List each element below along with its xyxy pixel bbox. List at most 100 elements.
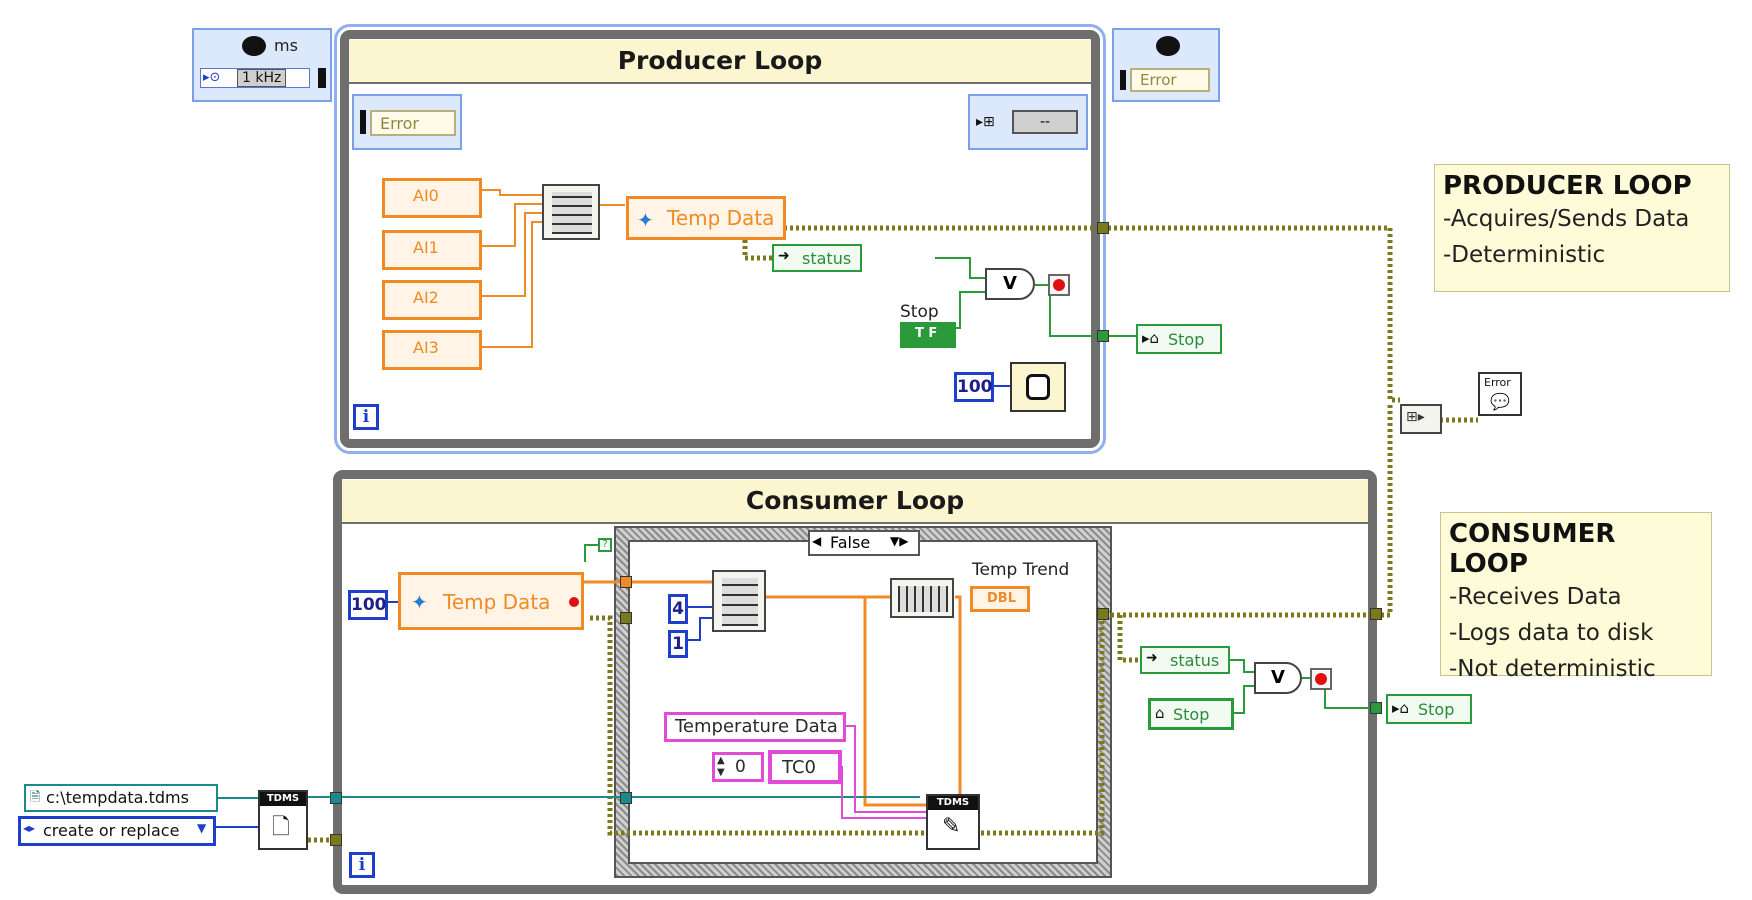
clock-icon — [242, 36, 266, 56]
open-file-icon: 🗋 — [272, 815, 290, 840]
producer-status-unbundle[interactable]: ➜ status — [772, 244, 862, 272]
consumer-status-unbundle[interactable]: ➜ status — [1140, 646, 1230, 674]
error-dialog-node[interactable]: Error 💬 — [1478, 372, 1522, 416]
channel-index-value: 0 — [735, 757, 746, 777]
timed-out-terminal: ? — [598, 538, 612, 552]
timing-unit: ms — [274, 36, 298, 55]
consumer-note-title: CONSUMER LOOP — [1449, 519, 1616, 579]
case-selector[interactable]: ◀ False ▼▶ — [808, 530, 920, 556]
consumer-iteration-terminal: i — [349, 852, 375, 878]
consumer-stop-local-out[interactable]: ▸⌂ Stop — [1386, 694, 1472, 724]
operation-arrows-icon: ◂▸ — [23, 821, 36, 835]
producer-loop-title: Producer Loop — [349, 40, 1091, 84]
consumer-stop-out-icon: ▸⌂ — [1392, 699, 1410, 717]
producer-error-in-panel[interactable]: Error — [352, 94, 462, 150]
consumer-status-arrow-icon: ➜ — [1146, 650, 1158, 666]
consumer-note-line-1: -Receives Data — [1449, 584, 1622, 610]
producer-stop-bool: T F — [915, 326, 938, 341]
ai-channel-0[interactable]: AI0 — [382, 178, 482, 218]
outer-error-label: Error — [1130, 68, 1210, 92]
consumer-timeout-constant[interactable]: 100 — [348, 590, 388, 620]
operation-value: create or replace — [43, 821, 180, 840]
ai-channel-3-label: AI3 — [413, 338, 439, 357]
consumer-dequeue-node[interactable]: ✦ Temp Data — [398, 572, 584, 630]
rate-value: 1 kHz — [237, 69, 287, 87]
producer-wait-constant[interactable]: 100 — [954, 372, 994, 402]
consumer-stop-out-label: Stop — [1418, 700, 1455, 719]
enqueue-icon: ✦ — [637, 208, 654, 232]
consumer-note-line-3: -Not deterministic — [1449, 656, 1656, 682]
producer-wait-node[interactable] — [1010, 362, 1066, 412]
channel-name-constant[interactable]: TC0 — [768, 750, 842, 784]
wait-clock-icon — [1026, 374, 1050, 400]
tdms-open-node[interactable]: TDMS 🗋 — [258, 790, 308, 850]
consumer-dequeue-label: Temp Data — [443, 590, 551, 614]
trend-build-node[interactable] — [890, 578, 954, 618]
file-path-value: c:\tempdata.tdms — [46, 788, 189, 807]
producer-stop-control[interactable]: T F — [900, 322, 956, 348]
producer-enqueue-node[interactable]: ✦ Temp Data — [626, 196, 786, 240]
reshape-array-icon — [722, 578, 758, 626]
channel-index-control[interactable]: ▲▼ 0 — [712, 752, 764, 782]
index-arrows-icon[interactable]: ▲▼ — [717, 755, 725, 778]
trend-build-icon — [898, 586, 948, 612]
outer-error-terminal-icon — [1120, 70, 1126, 90]
temp-trend-label: Temp Trend — [972, 560, 1070, 580]
producer-stop-local[interactable]: ▸⌂ Stop — [1136, 324, 1222, 354]
reshape-array-node[interactable] — [712, 570, 766, 632]
case-dropdown-icon[interactable]: ▼▶ — [890, 534, 909, 548]
temp-trend-indicator[interactable]: DBL — [970, 586, 1030, 612]
consumer-error-tunnel — [620, 612, 632, 624]
error-dialog-label: Error — [1484, 376, 1511, 389]
producer-stop-local-icon: ▸⌂ — [1142, 329, 1160, 347]
consumer-note: CONSUMER LOOP -Receives Data -Logs data … — [1440, 512, 1712, 682]
reshape-cols-constant[interactable]: 1 — [668, 630, 688, 658]
speech-bubble-icon: 💬 — [1490, 392, 1510, 411]
merge-errors-node[interactable]: ⊞▸ — [1400, 404, 1442, 434]
operation-dropdown-icon[interactable]: ▼ — [197, 821, 207, 835]
producer-note-title: PRODUCER LOOP — [1443, 171, 1692, 201]
case-path-tunnel — [620, 792, 632, 804]
consumer-note-line-2: -Logs data to disk — [1449, 620, 1654, 646]
consumer-stop-local-in[interactable]: ⌂ Stop — [1148, 698, 1234, 730]
ai-channel-3[interactable]: AI3 — [382, 330, 482, 370]
case-error-out-tunnel — [1097, 608, 1109, 620]
tdms-write-node[interactable]: TDMS ✎ — [926, 794, 980, 850]
build-array-icon — [552, 192, 592, 234]
tdms-open-badge: TDMS — [260, 792, 306, 806]
producer-or-gate[interactable]: V — [985, 268, 1035, 300]
consumer-loop-title: Consumer Loop — [342, 480, 1368, 524]
queue-dashes: -- — [1012, 110, 1078, 134]
consumer-or-gate[interactable]: V — [1254, 662, 1302, 694]
case-selector-value: False — [830, 533, 871, 552]
file-path-constant[interactable]: 🗎 c:\tempdata.tdms — [24, 784, 218, 812]
reshape-rows-constant[interactable]: 4 — [668, 594, 688, 624]
consumer-stop-indicator[interactable] — [1310, 668, 1332, 690]
producer-note-line-1: -Acquires/Sends Data — [1443, 206, 1690, 232]
ai-channel-2-label: AI2 — [413, 288, 439, 307]
consumer-stop-tunnel — [1370, 702, 1382, 714]
producer-iteration-terminal: i — [353, 404, 379, 430]
outer-error-panel[interactable]: Error — [1112, 28, 1220, 102]
consumer-stop-in-label: Stop — [1173, 705, 1210, 724]
consumer-error-out-tunnel — [1370, 608, 1382, 620]
timing-source-panel[interactable]: ms ▸⊙ 1 kHz — [192, 28, 332, 102]
producer-queue-panel[interactable]: ▸⊞ -- — [968, 94, 1088, 150]
producer-error-label: Error — [370, 110, 456, 136]
ai-channel-2[interactable]: AI2 — [382, 280, 482, 320]
producer-error-terminal-icon — [360, 110, 366, 134]
ai-channel-1-label: AI1 — [413, 238, 439, 257]
producer-note-line-2: -Deterministic — [1443, 242, 1606, 268]
build-array-node[interactable] — [542, 184, 600, 240]
ai-channel-0-label: AI0 — [413, 186, 439, 205]
ai-channel-1[interactable]: AI1 — [382, 230, 482, 270]
producer-enqueue-label: Temp Data — [667, 206, 775, 230]
queue-icon: ▸⊞ — [976, 114, 995, 130]
rate-control[interactable]: ▸⊙ 1 kHz — [200, 68, 310, 88]
group-name-constant[interactable]: Temperature Data — [664, 712, 846, 742]
operation-enum[interactable]: ◂▸ create or replace ▼ — [18, 816, 216, 846]
producer-stop-tunnel — [1097, 330, 1109, 342]
case-prev-icon[interactable]: ◀ — [812, 534, 822, 548]
dequeue-icon: ✦ — [411, 590, 428, 614]
producer-stop-indicator[interactable] — [1048, 274, 1070, 296]
